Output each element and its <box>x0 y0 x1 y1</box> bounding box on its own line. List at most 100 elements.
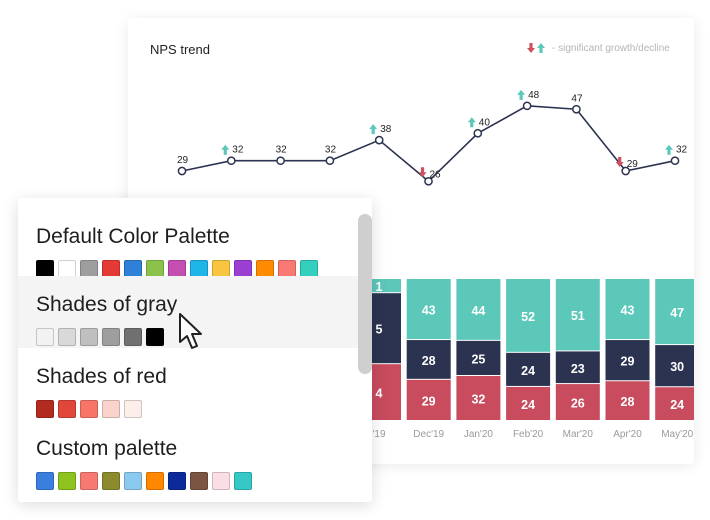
color-swatch <box>58 472 76 490</box>
line-point <box>572 104 581 114</box>
chart-title: NPS trend <box>150 42 210 57</box>
bar-value-label: 28 <box>422 354 436 368</box>
bar-segment <box>506 352 551 386</box>
bar-value-label: 24 <box>670 398 684 412</box>
color-swatch <box>124 472 142 490</box>
color-swatch <box>146 472 164 490</box>
nps-chart: NPS trend - significant growth/decline 29 3… <box>150 42 694 440</box>
x-axis-tick-label: Jan'20 <box>464 429 494 440</box>
growth-arrow-icon <box>369 124 378 135</box>
bar-value-label: 30 <box>670 360 684 374</box>
bar-segment <box>406 379 451 420</box>
mouse-cursor-icon <box>179 313 202 349</box>
color-swatch <box>102 472 120 490</box>
x-axis-tick-label: Dec'19 <box>413 429 444 440</box>
line-point <box>276 156 285 166</box>
bar-value-label: 52 <box>521 310 535 324</box>
bar-value-label: 26 <box>571 397 585 411</box>
bar-value-label: 1 <box>376 280 383 294</box>
palette-option-custom[interactable]: Custom palette <box>18 420 372 492</box>
x-axis-tick-label: Apr'20 <box>613 429 642 440</box>
bar-value-label: 23 <box>571 362 585 376</box>
bar-value-label: 47 <box>670 306 684 320</box>
line-value-label: 29 <box>627 159 639 170</box>
bar-segment <box>605 381 650 420</box>
color-swatch <box>58 328 76 346</box>
line-value-label: 32 <box>325 145 337 156</box>
line-value-label: 47 <box>571 93 583 104</box>
palette-name: Shades of red <box>36 365 167 388</box>
bar-segment <box>506 386 551 420</box>
color-swatch <box>36 472 54 490</box>
decline-arrow-icon <box>418 167 427 178</box>
color-swatch <box>212 472 230 490</box>
bar-segment <box>655 345 694 387</box>
bar-value-label: 24 <box>521 398 535 412</box>
bar-value-label: 4 <box>376 387 383 401</box>
line-value-label: 38 <box>380 124 392 135</box>
color-swatch <box>102 400 120 418</box>
color-swatch <box>36 400 54 418</box>
scrollbar-thumb[interactable] <box>358 214 372 374</box>
color-swatch <box>124 328 142 346</box>
bar-segment <box>605 340 650 381</box>
x-axis-tick-label: '19 <box>372 429 385 440</box>
line-value-label: 48 <box>528 90 540 101</box>
line-point <box>374 135 384 145</box>
bar-segment <box>506 279 551 352</box>
color-swatch <box>234 472 252 490</box>
color-swatch <box>80 400 98 418</box>
bar-segment <box>605 279 650 340</box>
color-swatch <box>124 400 142 418</box>
legend-text: - significant growth/decline <box>552 43 670 54</box>
growth-arrow-icon <box>517 89 526 100</box>
line-point <box>424 176 433 186</box>
line-point <box>670 156 680 166</box>
bar-segment <box>655 387 694 420</box>
line-point <box>621 166 631 176</box>
nps-trend-line <box>181 105 676 183</box>
palette-option-default[interactable]: Default Color Palette <box>18 208 372 280</box>
line-value-label: 32 <box>676 145 688 156</box>
palette-name: Custom palette <box>36 437 178 460</box>
line-point <box>522 101 532 111</box>
x-axis-tick-label: Mar'20 <box>563 429 594 440</box>
bar-segment <box>456 340 501 376</box>
legend-down-arrow-icon <box>527 43 535 53</box>
color-swatch <box>146 328 164 346</box>
growth-arrow-icon <box>665 144 673 155</box>
color-swatch <box>190 472 208 490</box>
palette-option-shades-of-red[interactable]: Shades of red <box>18 348 372 420</box>
palette-option-shades-of-gray[interactable]: Shades of gray <box>18 276 372 348</box>
color-swatch <box>168 472 186 490</box>
bar-value-label: 5 <box>376 323 383 337</box>
line-point <box>325 156 335 166</box>
line-point <box>177 166 187 176</box>
bar-value-label: 29 <box>621 355 635 369</box>
color-swatch <box>80 328 98 346</box>
color-swatch <box>80 472 98 490</box>
bar-value-label: 43 <box>621 304 635 318</box>
x-axis-tick-label: Feb'20 <box>513 429 544 440</box>
bar-segment <box>456 376 501 420</box>
line-value-label: 26 <box>430 169 442 180</box>
line-value-label: 32 <box>232 145 244 156</box>
legend-up-arrow-icon <box>537 43 545 53</box>
line-value-label: 32 <box>276 145 288 156</box>
bar-segment <box>655 279 694 345</box>
bar-value-label: 25 <box>471 352 485 366</box>
bar-value-label: 28 <box>621 395 635 409</box>
bar-segment <box>555 384 600 420</box>
bar-segment <box>406 340 451 379</box>
bar-segment <box>406 279 451 340</box>
palette-name: Shades of gray <box>36 293 178 316</box>
bar-value-label: 32 <box>471 393 485 407</box>
bar-segment <box>456 279 501 340</box>
color-swatch <box>36 328 54 346</box>
line-point <box>226 156 236 166</box>
bar-segment <box>555 279 600 351</box>
bar-segment <box>555 351 600 384</box>
bar-value-label: 24 <box>521 364 535 378</box>
palette-dropdown[interactable]: Default Color Palette Shades of gray Sha… <box>18 198 372 502</box>
palette-name: Default Color Palette <box>36 225 230 248</box>
